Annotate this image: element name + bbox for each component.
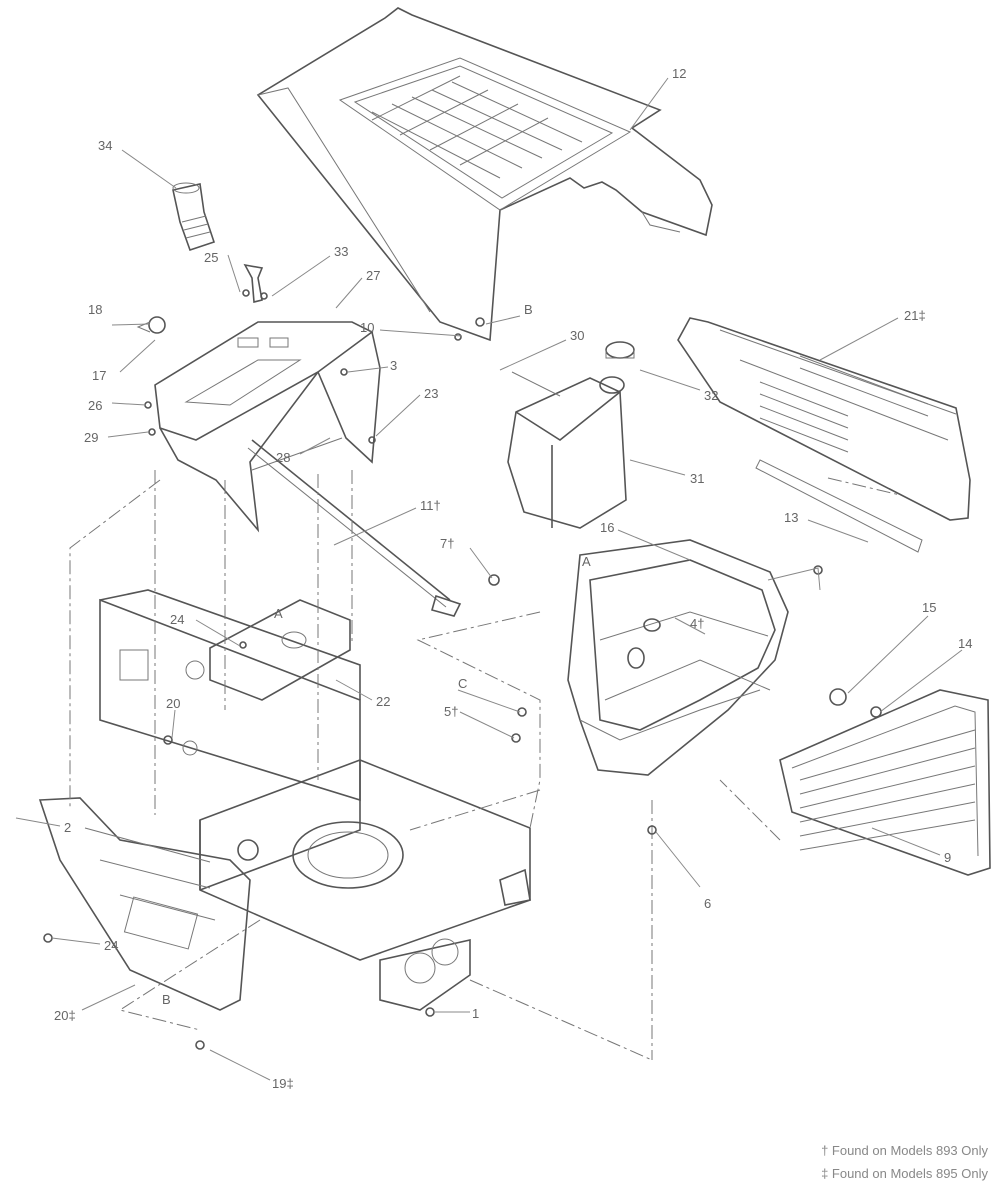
callout-6: 6 <box>704 896 711 911</box>
callout-9: 9 <box>944 850 951 865</box>
callout-14: 14 <box>958 636 972 651</box>
callout-3: 3 <box>390 358 397 373</box>
callout-25: 25 <box>204 250 218 265</box>
callout-b-bumper: B <box>162 992 171 1007</box>
callout-18: 18 <box>88 302 102 317</box>
hardware-parts <box>43 317 882 1050</box>
callout-24-bumper: 24 <box>104 938 118 953</box>
callout-29: 29 <box>84 430 98 445</box>
callout-19: 19‡ <box>272 1076 294 1091</box>
callout-17: 17 <box>92 368 106 383</box>
callout-30: 30 <box>570 328 584 343</box>
callout-13: 13 <box>784 510 798 525</box>
key-part-33 <box>243 263 264 304</box>
callout-32: 32 <box>704 388 718 403</box>
callout-22: 22 <box>376 694 390 709</box>
callout-23: 23 <box>424 386 438 401</box>
footnote-models-895: ‡ Found on Models 895 Only <box>821 1166 988 1181</box>
callout-21: 21‡ <box>904 308 926 323</box>
steering-rod-part <box>247 439 462 617</box>
callout-31: 31 <box>690 471 704 486</box>
leader-lines <box>15 77 963 1081</box>
knob-part-34 <box>172 182 216 252</box>
callout-7: 7† <box>440 536 454 551</box>
callout-16: 16 <box>600 520 614 535</box>
grille-part <box>779 689 991 876</box>
callout-34: 34 <box>98 138 112 153</box>
callout-10: 10 <box>360 320 374 335</box>
callout-27: 27 <box>366 268 380 283</box>
footnote-models-893: † Found on Models 893 Only <box>821 1143 988 1158</box>
callout-c: C <box>458 676 467 691</box>
callout-labels: 12 34 25 33 27 18 17 B 10 3 23 26 29 28 … <box>54 66 972 1091</box>
callout-24: 24 <box>170 612 184 627</box>
callout-b-top: B <box>524 302 533 317</box>
callout-20-frame: 20 <box>166 696 180 711</box>
light-bulb-part-17 <box>136 316 166 334</box>
callout-2: 2 <box>64 820 71 835</box>
callout-12: 12 <box>672 66 686 81</box>
front-bumper-part <box>38 797 251 1011</box>
dash-panel-part <box>154 321 381 533</box>
hood-part <box>256 7 713 342</box>
chassis-frame-part <box>99 589 531 1011</box>
screws-part-25 <box>242 289 268 300</box>
callout-1: 1 <box>472 1006 479 1021</box>
callout-20-bumper: 20‡ <box>54 1008 76 1023</box>
callout-33: 33 <box>334 244 348 259</box>
front-shroud-part <box>567 539 789 776</box>
callout-28: 28 <box>276 450 290 465</box>
fuel-tank-part <box>507 341 635 529</box>
callout-a-frame: A <box>274 606 283 621</box>
assembly-lines <box>69 470 901 1061</box>
callout-4: 4† <box>690 616 704 631</box>
callout-11: 11† <box>420 498 441 513</box>
callout-15: 15 <box>922 600 936 615</box>
callout-26: 26 <box>88 398 102 413</box>
side-panel-part <box>677 317 971 553</box>
callout-5: 5† <box>444 704 458 719</box>
callout-a-tank: A <box>582 554 591 569</box>
